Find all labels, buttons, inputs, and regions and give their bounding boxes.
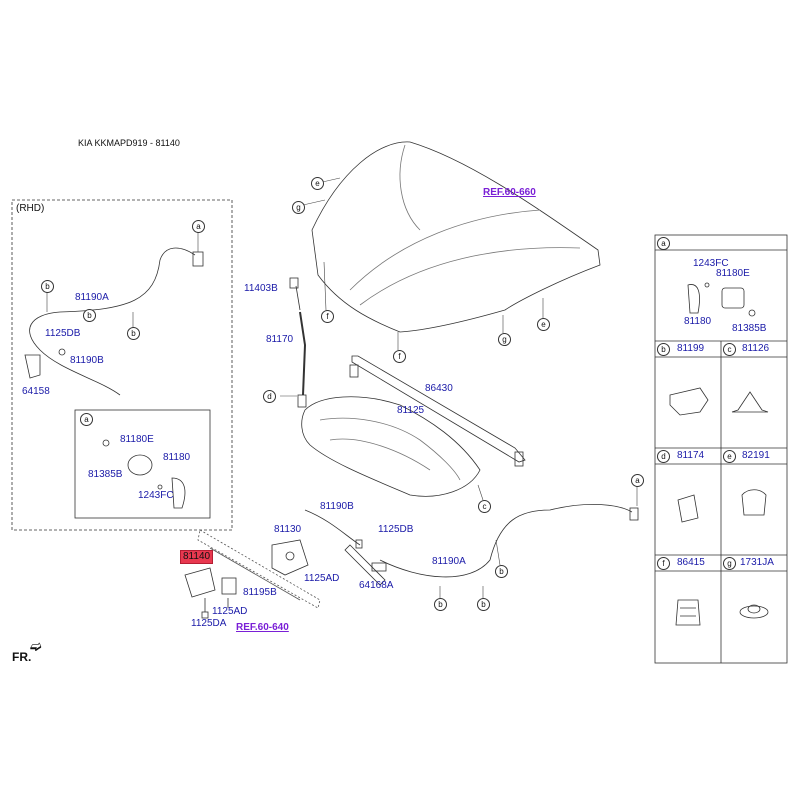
- rhd-box-frame: [11, 199, 233, 531]
- side-part-81174: [677, 494, 699, 523]
- callout-d-rod: d: [263, 390, 276, 403]
- label-81170[interactable]: 81170: [266, 334, 294, 345]
- label-81190b[interactable]: 81190B: [320, 501, 354, 512]
- side-a-81180[interactable]: 81180: [684, 316, 712, 327]
- side-part-1731JA: [739, 604, 769, 619]
- cable-bracket: [344, 544, 387, 586]
- rhd-cable: [24, 247, 204, 396]
- front-arrow-icon: ➫: [30, 638, 42, 654]
- side-tag-a: a: [657, 237, 670, 250]
- hood-latch: [271, 539, 309, 576]
- label-1125ad[interactable]: 1125AD: [304, 573, 340, 584]
- side-e-82191[interactable]: 82191: [742, 450, 770, 461]
- callout-b-cable-1: b: [495, 565, 508, 578]
- label-11403b[interactable]: 11403B: [244, 283, 278, 294]
- callout-f-hood-1: f: [321, 310, 334, 323]
- rhd-label-81190a[interactable]: 81190A: [75, 292, 109, 303]
- callout-g-hood: g: [292, 201, 305, 214]
- callout-b-cable-3: b: [477, 598, 490, 611]
- rhd-detail-tag: a: [80, 413, 93, 426]
- label-81130[interactable]: 81130: [274, 524, 302, 535]
- label-86430[interactable]: 86430: [425, 383, 453, 394]
- callout-a-cable: a: [631, 474, 644, 487]
- rhd-detail-81385b[interactable]: 81385B: [88, 469, 123, 480]
- side-a-1243fc[interactable]: 1243FC: [693, 258, 729, 269]
- callout-b-rhd-2: b: [127, 327, 140, 340]
- label-1125da[interactable]: 1125DA: [191, 618, 227, 629]
- rhd-title: (RHD): [16, 203, 45, 214]
- side-a-81385b[interactable]: 81385B: [732, 323, 767, 334]
- callout-a-rhd: a: [192, 220, 205, 233]
- hood-stay-rod: [289, 277, 307, 408]
- side-tag-c: c: [723, 343, 736, 356]
- front-marker: FR.: [12, 650, 32, 664]
- rhd-detail-1243fc[interactable]: 1243FC: [138, 490, 174, 501]
- rhd-label-64158[interactable]: 64158: [22, 386, 50, 397]
- hood-outline: [311, 141, 601, 333]
- side-a-81180e[interactable]: 81180E: [716, 268, 750, 279]
- side-part-86415: [675, 599, 701, 626]
- front-panel: [197, 529, 321, 609]
- side-g-1731ja[interactable]: 1731JA: [740, 557, 774, 568]
- label-81195b[interactable]: 81195B: [243, 587, 277, 598]
- side-c-81126[interactable]: 81126: [742, 343, 770, 354]
- side-tag-d: d: [657, 450, 670, 463]
- side-tag-e: e: [723, 450, 736, 463]
- side-b-81199[interactable]: 81199: [677, 343, 705, 354]
- ref-hood[interactable]: REF.60-660: [483, 187, 536, 198]
- label-1125db[interactable]: 1125DB: [378, 524, 414, 535]
- callout-f-hood-2: f: [393, 350, 406, 363]
- callout-b-cable-2: b: [434, 598, 447, 611]
- side-part-82191: [741, 489, 767, 516]
- side-part-81199: [669, 387, 709, 416]
- rhd-label-81190b[interactable]: 81190B: [70, 355, 104, 366]
- hood-blanket-strip: [349, 355, 526, 467]
- label-81140[interactable]: 81140: [180, 550, 214, 564]
- side-tag-b: b: [657, 343, 670, 356]
- ref-front[interactable]: REF.60-640: [236, 622, 289, 633]
- label-81125[interactable]: 81125: [397, 405, 425, 416]
- callout-c-pad: c: [478, 500, 491, 513]
- rhd-detail-81180e[interactable]: 81180E: [120, 434, 154, 445]
- callout-b-rhd-1: b: [41, 280, 54, 293]
- callout-g-hood-2: g: [498, 333, 511, 346]
- rhd-handle-assembly: [102, 439, 186, 509]
- rhd-label-1125db[interactable]: 1125DB: [45, 328, 81, 339]
- side-d-81174[interactable]: 81174: [677, 450, 705, 461]
- side-handle-assembly: [687, 282, 756, 317]
- side-part-81126: [731, 391, 769, 413]
- leader-lines: [46, 177, 638, 598]
- rhd-detail-81180[interactable]: 81180: [163, 452, 191, 463]
- rhd-detail-frame: [74, 409, 211, 519]
- label-1125ad-2[interactable]: 1125AD: [212, 606, 248, 617]
- side-tag-g: g: [723, 557, 736, 570]
- release-cable-main: [304, 503, 639, 578]
- hood-catch: [184, 567, 237, 619]
- label-81190a[interactable]: 81190A: [432, 556, 466, 567]
- label-64168a[interactable]: 64168A: [359, 580, 394, 591]
- callout-e-hood-2: e: [537, 318, 550, 331]
- callout-e-hood: e: [311, 177, 324, 190]
- side-tag-f: f: [657, 557, 670, 570]
- hood-insulator-pad: [301, 396, 481, 497]
- side-f-86415[interactable]: 86415: [677, 557, 705, 568]
- diagram-title: KIA KKMAPD919 - 81140: [78, 138, 180, 148]
- callout-b-rhd-3: b: [83, 309, 96, 322]
